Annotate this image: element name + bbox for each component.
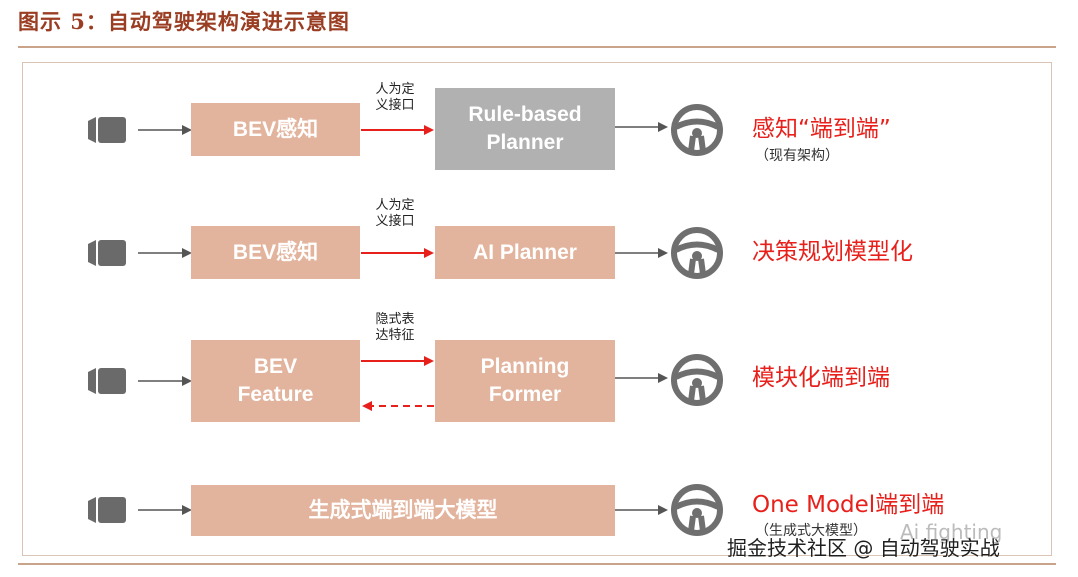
camera-icon [88, 497, 126, 523]
box-label-line: BEV [253, 355, 298, 378]
top-divider [18, 46, 1056, 48]
camera-icon [88, 368, 126, 394]
steering-wheel-icon [674, 357, 720, 403]
box-label: BEV感知 [232, 117, 319, 141]
box-label: AI Planner [473, 240, 577, 264]
box-label: 生成式端到端大模型 [308, 498, 498, 522]
interface-label-line: 达特征 [375, 328, 415, 343]
rule-based-planner-box: Rule-based Planner [435, 88, 615, 170]
interface-label: 隐式表 达特征 [365, 312, 425, 344]
wechat-watermark: Ai fighting [900, 520, 1003, 544]
result-sublabel: （现有架构） [755, 148, 839, 164]
interface-label-line: 义接口 [375, 98, 415, 113]
steering-wheel-icon [674, 107, 720, 153]
box-label-line: Former [488, 383, 562, 406]
bev-perception-box: BEV感知 [191, 103, 360, 156]
interface-label-line: 人为定 [375, 82, 415, 97]
result-label: 感知“端到端” [752, 116, 891, 142]
box-label-line: Planning [480, 355, 570, 378]
result-sublabel: （生成式大模型） [755, 523, 867, 539]
generative-model-box: 生成式端到端大模型 [191, 485, 615, 536]
result-label: 模块化端到端 [752, 365, 890, 391]
camera-icon [88, 117, 126, 143]
box-label-line: Feature [237, 383, 314, 406]
box-label: BEV感知 [232, 240, 319, 264]
steering-wheel-icon [674, 230, 720, 276]
bev-perception-box: BEV感知 [191, 226, 360, 279]
camera-icon [88, 240, 126, 266]
bev-feature-box: BEV Feature [191, 340, 360, 422]
interface-label: 人为定 义接口 [365, 82, 425, 114]
bottom-divider [18, 563, 1056, 565]
result-label: One Model端到端 [752, 492, 945, 518]
interface-label-line: 人为定 [375, 198, 415, 213]
steering-wheel-icon [674, 487, 720, 533]
interface-label: 人为定 义接口 [365, 198, 425, 230]
interface-label-line: 隐式表 [375, 312, 415, 327]
ai-planner-box: AI Planner [435, 226, 615, 279]
site-watermark: 掘金技术社区 @ 自动驾驶实战 [727, 536, 1000, 560]
figure-title: 图示 5：自动驾驶架构演进示意图 [18, 9, 350, 34]
box-label-line: Rule-based [468, 103, 582, 126]
box-label-line: Planner [486, 131, 564, 154]
interface-label-line: 义接口 [375, 214, 415, 229]
result-label: 决策规划模型化 [752, 239, 913, 265]
planning-former-box: Planning Former [435, 340, 615, 422]
